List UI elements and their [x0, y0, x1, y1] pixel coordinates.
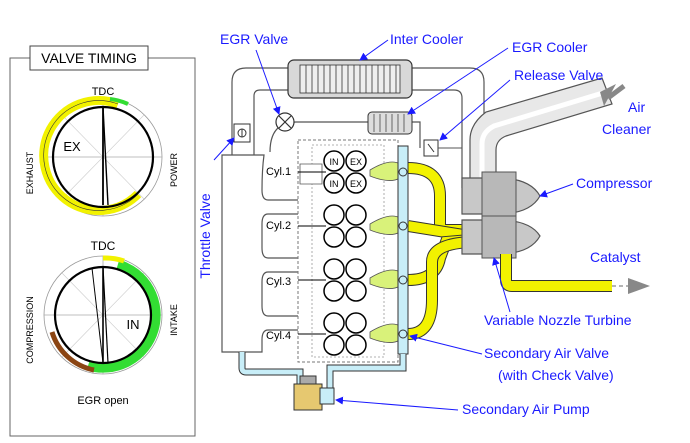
cyl-1-label: Cyl.1: [266, 166, 291, 178]
release-valve-icon: [423, 139, 462, 157]
air-intake-duct: [469, 77, 613, 211]
throttle-valve-icon: [233, 123, 251, 143]
egr-cooler-label: EGR Cooler: [512, 39, 588, 55]
exhaust-manifold: [407, 162, 471, 340]
intake-timing-chart: TDC IN COMPRESSION INTAKE EGR open: [25, 239, 179, 407]
valve-timing-title: VALVE TIMING: [41, 50, 137, 66]
intake-piping: [231, 67, 485, 188]
exhaust-label: EXHAUST: [25, 151, 35, 194]
secondary-air-valve-label: Secondary Air Valve: [484, 345, 609, 361]
compressor: [461, 171, 541, 219]
cyl-2-label: Cyl.2: [266, 220, 291, 232]
with-check-valve-label: (with Check Valve): [498, 367, 614, 383]
labels: EGR Valve Inter Cooler EGR Cooler Releas…: [197, 31, 653, 417]
exhaust-outlet: [500, 254, 650, 294]
valve-timing-panel: VALVE TIMING TDC EX EXHAUST POWER: [9, 45, 196, 437]
in-label: IN: [127, 317, 140, 332]
egr-open-label: EGR open: [77, 395, 128, 407]
cyl-4-label: Cyl.4: [266, 330, 291, 342]
ex-label: EX: [63, 139, 81, 154]
egr-valve-label: EGR Valve: [220, 31, 288, 47]
intake-label: INTAKE: [169, 304, 179, 336]
cyl-3-label: Cyl.3: [266, 276, 291, 288]
tdc-label-top: TDC: [92, 86, 115, 98]
catalyst-label: Catalyst: [590, 249, 641, 265]
secondary-air-rail: [238, 145, 409, 388]
cylinder-1: IN EX IN EX Cyl.1: [266, 150, 367, 194]
inter-cooler-label: Inter Cooler: [390, 31, 463, 47]
in-mark-2: IN: [330, 179, 339, 189]
egr-valve-icon: [275, 112, 295, 132]
variable-nozzle-turbine: [461, 215, 541, 259]
inter-cooler: [287, 59, 413, 99]
exhaust-timing-chart: TDC EX EXHAUST POWER: [25, 86, 179, 217]
ex-mark-2: EX: [350, 179, 362, 189]
cleaner-label: Cleaner: [602, 121, 651, 137]
tdc-label-bottom: TDC: [91, 239, 116, 253]
in-mark-1: IN: [330, 157, 339, 167]
cylinder-2: Cyl.2: [266, 204, 367, 248]
air-inflow-arrow: [600, 84, 626, 106]
secondary-air-pump-label: Secondary Air Pump: [462, 401, 590, 417]
release-valve-label: Release Valve: [514, 67, 603, 83]
ex-mark-1: EX: [350, 157, 362, 167]
compressor-label: Compressor: [576, 175, 653, 191]
compression-label: COMPRESSION: [25, 296, 35, 364]
intake-manifold: [221, 154, 301, 353]
air-label: Air: [628, 99, 645, 115]
cylinder-4: Cyl.4: [266, 312, 367, 356]
cylinder-runners: [299, 161, 401, 343]
throttle-valve-label: Throttle Valve: [197, 193, 213, 279]
cylinder-3: Cyl.3: [266, 258, 367, 302]
secondary-air-pump: [293, 375, 335, 411]
power-label: POWER: [169, 153, 179, 188]
variable-nozzle-turbine-label: Variable Nozzle Turbine: [484, 312, 632, 328]
